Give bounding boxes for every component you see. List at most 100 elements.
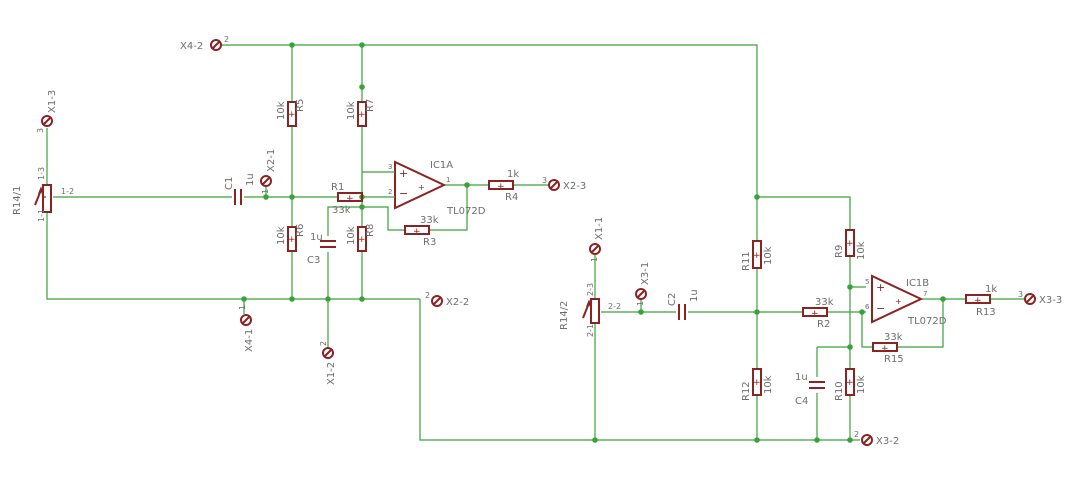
connector-x4-2[interactable]: X4-2 2 — [180, 35, 229, 52]
svg-text:1u: 1u — [245, 173, 256, 186]
connector-x3-1[interactable]: X3-1 1 — [635, 262, 651, 306]
capacitor-c3[interactable]: C3 1u — [307, 232, 336, 266]
svg-text:X3-2: X3-2 — [876, 436, 899, 447]
connector-x2-3[interactable]: X2-3 3 — [542, 176, 586, 192]
svg-text:3: 3 — [1018, 290, 1023, 299]
svg-text:TL072D: TL072D — [907, 316, 947, 327]
svg-text:+: + — [288, 235, 296, 245]
svg-text:C2: C2 — [667, 293, 678, 306]
resistor-r7[interactable]: + 10k R7 — [346, 99, 376, 127]
svg-text:R6: R6 — [295, 224, 306, 237]
connector-x2-2[interactable]: X2-2 2 — [425, 291, 469, 308]
svg-text:+: + — [418, 183, 425, 192]
svg-text:+: + — [288, 110, 296, 120]
svg-text:R3: R3 — [423, 237, 436, 248]
svg-text:1-3: 1-3 — [37, 167, 46, 180]
capacitor-c2[interactable]: C2 1u — [667, 289, 700, 320]
resistor-r12[interactable]: + R12 10k — [741, 368, 774, 401]
svg-text:33k: 33k — [815, 297, 834, 308]
svg-text:10k: 10k — [763, 375, 774, 394]
connector-x1-3[interactable]: X1-3 3 — [36, 90, 58, 133]
svg-text:R15: R15 — [884, 354, 904, 365]
svg-text:R9: R9 — [834, 245, 845, 258]
svg-text:R11: R11 — [741, 251, 752, 271]
svg-text:IC1A: IC1A — [430, 160, 453, 171]
svg-text:2: 2 — [425, 291, 430, 300]
svg-text:10k: 10k — [856, 241, 867, 260]
svg-text:+: + — [753, 378, 761, 388]
svg-text:R14/1: R14/1 — [12, 186, 23, 215]
connector-x3-2[interactable]: X3-2 2 — [854, 430, 899, 447]
svg-text:2: 2 — [319, 341, 328, 346]
resistor-r9[interactable]: + R9 10k — [834, 229, 867, 260]
svg-text:+: + — [974, 296, 982, 306]
connector-x1-2[interactable]: X1-2 2 — [319, 341, 337, 385]
resistor-r3[interactable]: + 33k R3 — [404, 215, 439, 248]
resistor-r2[interactable]: + 33k R2 — [802, 297, 834, 330]
svg-text:R1: R1 — [331, 182, 344, 193]
svg-text:1-2: 1-2 — [61, 187, 74, 196]
svg-text:X2-2: X2-2 — [446, 297, 469, 308]
resistor-r1[interactable]: + R1 33k — [331, 182, 363, 216]
svg-text:2: 2 — [224, 35, 229, 44]
potentiometer-r14-1[interactable]: R14/1 1-3 1-2 1-1 — [12, 167, 74, 222]
svg-text:R2: R2 — [817, 319, 830, 330]
svg-text:1: 1 — [238, 305, 247, 310]
svg-text:+: + — [846, 239, 854, 249]
svg-text:X1-1: X1-1 — [594, 217, 605, 240]
opamp-ic1a[interactable]: + − + IC1A TL072D 3 2 1 — [388, 160, 486, 217]
svg-text:R8: R8 — [365, 224, 376, 237]
svg-text:X2-3: X2-3 — [563, 181, 586, 192]
svg-text:6: 6 — [865, 303, 870, 311]
svg-text:7: 7 — [923, 290, 927, 298]
svg-text:R13: R13 — [976, 307, 996, 318]
connector-x3-3[interactable]: X3-3 3 — [1018, 290, 1062, 306]
svg-text:X1-3: X1-3 — [47, 90, 58, 113]
connector-x1-1[interactable]: X1-1 1 — [589, 217, 605, 262]
resistor-r15[interactable]: + 33k R15 — [872, 332, 904, 365]
resistor-r4[interactable]: + 1k R4 — [488, 169, 519, 203]
svg-text:10k: 10k — [346, 101, 357, 120]
connector-x2-1[interactable]: X2-1 1 — [260, 149, 277, 194]
svg-text:+: + — [846, 378, 854, 388]
capacitor-c4[interactable]: C4 1u — [795, 372, 825, 407]
svg-text:C4: C4 — [795, 396, 808, 407]
svg-text:X3-3: X3-3 — [1039, 295, 1062, 306]
svg-text:+: + — [358, 110, 366, 120]
svg-text:+: + — [811, 309, 819, 319]
svg-text:X4-1: X4-1 — [244, 329, 255, 352]
svg-text:R7: R7 — [365, 99, 376, 112]
svg-text:R12: R12 — [741, 381, 752, 401]
svg-text:−: − — [876, 302, 885, 315]
svg-text:X4-2: X4-2 — [180, 41, 203, 52]
svg-text:2-3: 2-3 — [586, 283, 595, 296]
svg-text:2: 2 — [388, 188, 392, 196]
opamp-ic1b[interactable]: + − + IC1B TL072D 5 6 7 — [865, 274, 947, 327]
resistor-r8[interactable]: + 10k R8 — [346, 224, 376, 252]
svg-text:1k: 1k — [507, 169, 519, 180]
svg-text:+: + — [399, 167, 408, 180]
resistor-r6[interactable]: + 10k R6 — [276, 224, 306, 252]
svg-text:R10: R10 — [834, 381, 845, 401]
svg-text:1: 1 — [590, 257, 599, 262]
svg-text:1: 1 — [636, 301, 645, 306]
potentiometer-r14-2[interactable]: R14/2 2-3 2-2 2-1 — [559, 283, 621, 337]
resistor-r10[interactable]: + R10 10k — [834, 368, 867, 401]
svg-text:R4: R4 — [505, 192, 518, 203]
svg-text:+: + — [895, 297, 902, 306]
capacitor-c1[interactable]: C1 1u — [224, 173, 256, 205]
svg-text:1-1: 1-1 — [37, 209, 46, 222]
resistor-r13[interactable]: + 1k R13 — [965, 284, 997, 318]
svg-text:TL072D: TL072D — [446, 206, 486, 217]
resistor-r11[interactable]: + R11 10k — [741, 240, 774, 271]
svg-text:2-2: 2-2 — [608, 302, 621, 311]
svg-text:+: + — [881, 344, 889, 354]
svg-text:1: 1 — [261, 189, 270, 194]
resistor-r5[interactable]: + 10k R5 — [276, 99, 306, 127]
svg-text:R14/2: R14/2 — [559, 301, 570, 330]
svg-text:+: + — [497, 182, 505, 192]
svg-text:2: 2 — [854, 430, 859, 439]
connector-x4-1[interactable]: X4-1 1 — [238, 305, 255, 352]
svg-text:1u: 1u — [689, 289, 700, 302]
